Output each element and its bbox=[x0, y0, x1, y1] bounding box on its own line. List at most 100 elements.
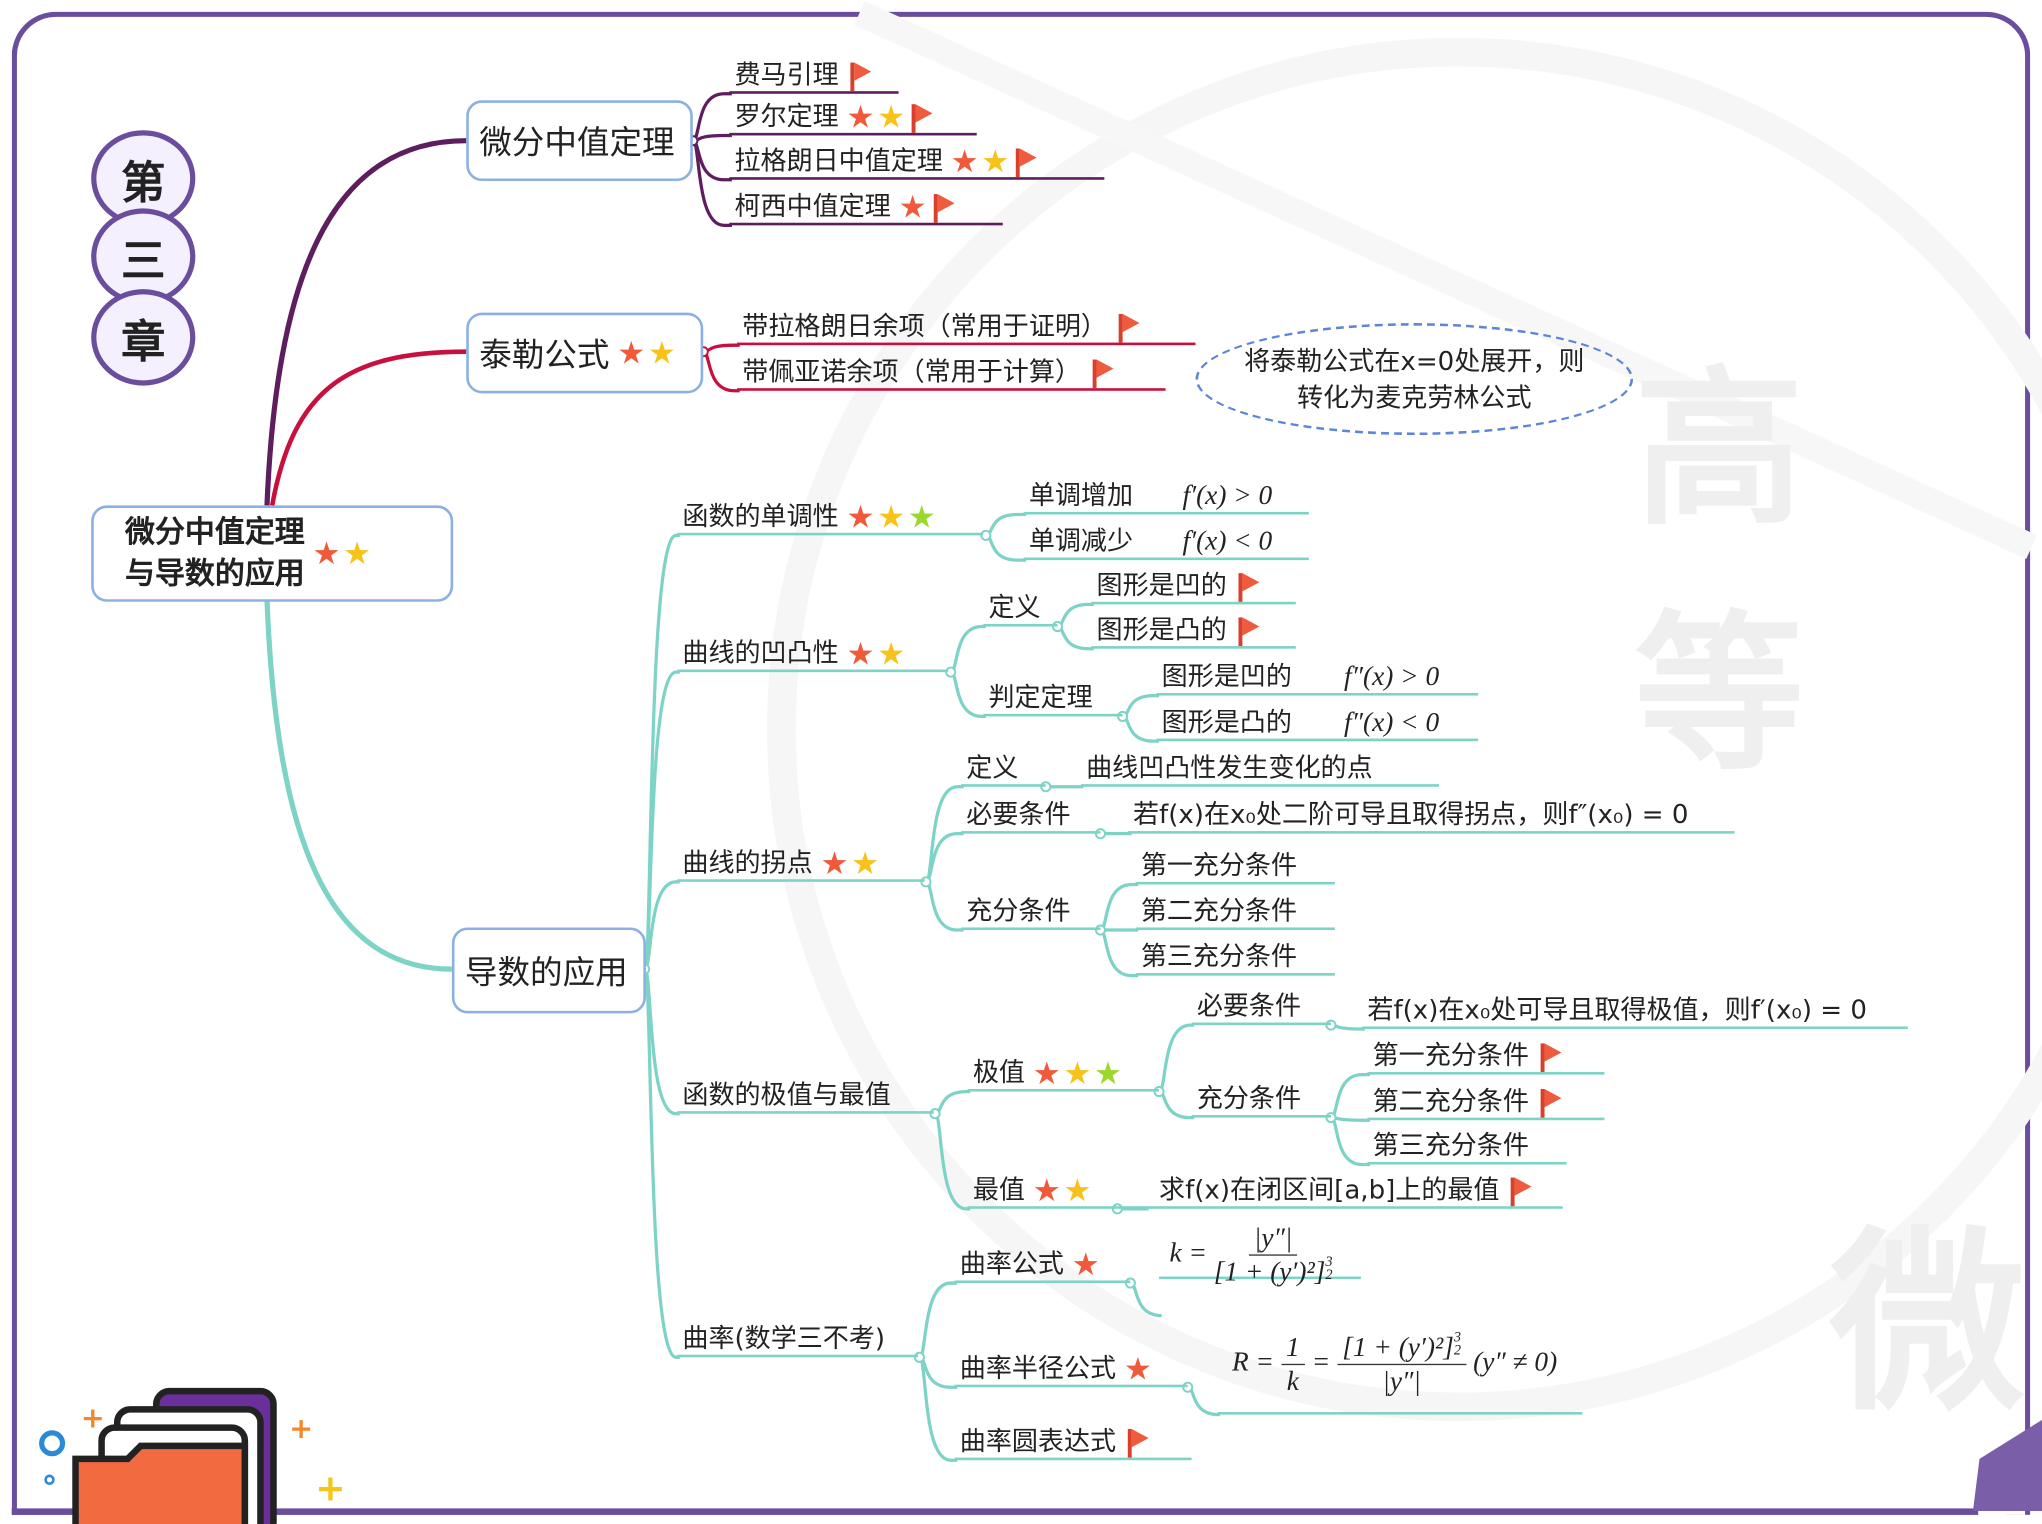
leaf-necessary-text[interactable]: 若f(x)在x₀处二阶可导且取得拐点，则f″(x₀) = 0 bbox=[1127, 795, 1735, 834]
leaf-cauchy[interactable]: 柯西中值定理★ bbox=[729, 186, 1003, 226]
flag-icon bbox=[1237, 617, 1260, 647]
leaf-curvature[interactable]: 曲率(数学三不考) bbox=[677, 1318, 919, 1358]
leaf-sufficient-condition[interactable]: 充分条件 bbox=[961, 891, 1101, 931]
connector-line bbox=[934, 1089, 971, 1116]
connector-line bbox=[1330, 1116, 1371, 1122]
connector-line bbox=[1099, 928, 1139, 978]
connector-line bbox=[269, 349, 467, 506]
leaf-lagrange[interactable]: 拉格朗日中值定理★★ bbox=[729, 141, 1105, 180]
formula-underline bbox=[1159, 1276, 1361, 1280]
star-yellow-icon: ★ bbox=[343, 535, 372, 572]
formula: f″(x) < 0 bbox=[1343, 706, 1440, 738]
star-red-icon: ★ bbox=[1032, 1055, 1061, 1092]
leaf-monotonicity[interactable]: 函数的单调性★★★ bbox=[677, 496, 984, 536]
connector-line bbox=[264, 599, 452, 972]
leaf-extreme-necessary-text[interactable]: 若f(x)在x₀处可导且取得极值，则f′(x₀) = 0 bbox=[1362, 990, 1908, 1030]
node-derivative-applications[interactable]: 导数的应用 bbox=[451, 927, 646, 1014]
leaf-label: 曲线的拐点 bbox=[682, 846, 813, 878]
leaf-ext-first[interactable]: 第一充分条件 bbox=[1367, 1036, 1605, 1075]
leaf-rolle[interactable]: 罗尔定理★★ bbox=[729, 96, 977, 136]
leaf-definition[interactable]: 定义 bbox=[983, 587, 1058, 627]
connector-line bbox=[692, 133, 732, 143]
leaf-label: 函数的单调性 bbox=[682, 500, 839, 532]
leaf-extreme-necessary[interactable]: 必要条件 bbox=[1191, 986, 1331, 1026]
leaf-icons bbox=[1089, 359, 1114, 389]
star-red-icon: ★ bbox=[846, 498, 875, 536]
leaf-ext-third[interactable]: 第三充分条件 bbox=[1367, 1125, 1567, 1165]
leaf-inflection-definition[interactable]: 定义 bbox=[961, 748, 1046, 787]
formula-underline bbox=[1217, 1412, 1583, 1415]
leaf-lagrange-remainder[interactable]: 带拉格朗日余项（常用于证明） bbox=[737, 306, 1196, 346]
leaf-label: 极值 bbox=[972, 1056, 1025, 1088]
leaf-max-min-text[interactable]: 求f(x)在闭区间[a,b]上的最值 bbox=[1117, 1170, 1563, 1209]
formula-equals: = bbox=[1311, 1345, 1331, 1378]
leaf-max-min[interactable]: 最值 ★★ bbox=[967, 1170, 1118, 1209]
flag-icon bbox=[849, 62, 872, 92]
leaf-curvature-formula[interactable]: 曲率公式★ bbox=[954, 1244, 1131, 1284]
priority-stars: ★★ bbox=[617, 337, 676, 368]
priority-stars: ★★ bbox=[313, 538, 372, 569]
star-yellow-icon: ★ bbox=[981, 143, 1010, 180]
formula: f′(x) > 0 bbox=[1182, 479, 1273, 511]
connector-line bbox=[1056, 602, 1094, 629]
leaf-label: 图形是凸的 bbox=[1096, 613, 1227, 645]
leaf-label: 曲率半径公式 bbox=[959, 1352, 1117, 1384]
leaf-necessary-condition[interactable]: 必要条件 bbox=[961, 795, 1101, 834]
leaf-fermat[interactable]: 费马引理 bbox=[729, 55, 899, 94]
leaf-label: 图形是凹的 bbox=[1096, 569, 1227, 601]
leaf-first-sufficient[interactable]: 第一充分条件 bbox=[1135, 845, 1335, 885]
leaf-extreme-value[interactable]: 极值★★★ bbox=[967, 1053, 1160, 1092]
node-taylor[interactable]: 泰勒公式★★ bbox=[466, 312, 704, 394]
connector-line bbox=[1187, 1385, 1221, 1417]
star-red-icon: ★ bbox=[1123, 1350, 1152, 1388]
star-yellow-icon: ★ bbox=[877, 498, 906, 536]
connector-line bbox=[1122, 693, 1160, 719]
leaf-label: 曲率圆表达式 bbox=[959, 1425, 1117, 1457]
leaf-inflection-definition-text[interactable]: 曲线凹凸性发生变化的点 bbox=[1080, 748, 1440, 787]
leaf-extreme-sufficient[interactable]: 充分条件 bbox=[1191, 1079, 1331, 1118]
leaf-criterion[interactable]: 判定定理 bbox=[983, 677, 1123, 717]
star-yellow-icon: ★ bbox=[877, 635, 906, 673]
formula-lhs: R = bbox=[1231, 1345, 1274, 1378]
star-yellow-icon: ★ bbox=[647, 334, 676, 372]
leaf-label: 单调增加 bbox=[1028, 479, 1134, 511]
connector-line bbox=[1129, 1281, 1162, 1318]
leaf-extrema[interactable]: 函数的极值与最值 bbox=[677, 1075, 934, 1114]
connector-line bbox=[1330, 1073, 1371, 1120]
leaf-label: 拉格朗日中值定理 bbox=[734, 144, 943, 176]
connector-line bbox=[1330, 1116, 1371, 1167]
node-mean-value-theorems[interactable]: 微分中值定理 bbox=[466, 100, 693, 182]
leaf-ext-second[interactable]: 第二充分条件 bbox=[1367, 1081, 1605, 1121]
formula-denominator: [1 + (y′)²] bbox=[1213, 1255, 1326, 1287]
leaf-second-sufficient[interactable]: 第二充分条件 bbox=[1135, 891, 1335, 931]
leaf-increasing[interactable]: 单调增加 f′(x) > 0 bbox=[1023, 475, 1309, 515]
leaf-icons: ★★ bbox=[1033, 1175, 1092, 1206]
leaf-concave[interactable]: 图形是凹的 bbox=[1091, 565, 1296, 605]
leaf-icons: ★★ bbox=[951, 143, 1037, 180]
page-frame bbox=[11, 11, 2031, 1515]
leaf-third-sufficient[interactable]: 第三充分条件 bbox=[1135, 937, 1335, 976]
leaf-label: 最值 bbox=[972, 1173, 1025, 1205]
junction-dot[interactable] bbox=[980, 529, 992, 541]
flag-icon bbox=[1539, 1043, 1562, 1073]
flag-icon bbox=[1117, 313, 1140, 343]
leaf-osculating-circle[interactable]: 曲率圆表达式 bbox=[954, 1421, 1192, 1461]
leaf-label: 带拉格朗日余项（常用于证明） bbox=[742, 310, 1107, 342]
junction-dot[interactable] bbox=[945, 666, 957, 678]
leaf-convexity[interactable]: 曲线的凹凸性★★ bbox=[677, 633, 949, 673]
leaf-convex[interactable]: 图形是凸的 bbox=[1091, 610, 1296, 649]
root-title-line1: 微分中值定理 bbox=[125, 515, 305, 550]
watermark-text: 微 bbox=[1829, 1211, 2026, 1439]
leaf-inflection[interactable]: 曲线的拐点★★ bbox=[677, 843, 925, 882]
connector-line bbox=[1121, 714, 1160, 743]
connector-line bbox=[691, 92, 732, 143]
root-node[interactable]: 微分中值定理与导数的应用 ★★ bbox=[91, 505, 454, 602]
connector-line bbox=[643, 967, 680, 1359]
leaf-radius-formula[interactable]: 曲率半径公式★ bbox=[954, 1348, 1188, 1388]
leaf-peano-remainder[interactable]: 带佩亚诺余项（常用于计算） bbox=[737, 352, 1166, 391]
note-line: 将泰勒公式在x=0处展开，则 bbox=[1244, 345, 1585, 377]
star-red-icon: ★ bbox=[1071, 1246, 1100, 1284]
